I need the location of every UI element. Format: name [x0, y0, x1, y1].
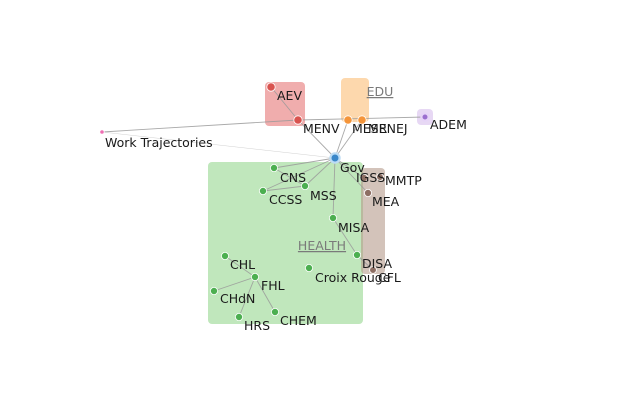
node-cfl[interactable]	[369, 266, 377, 274]
node-label-gov: Gov	[340, 160, 365, 175]
node-mmtp[interactable]	[376, 173, 384, 181]
node-label-cns: CNS	[280, 170, 306, 185]
node-label-menej: MENEJ	[368, 121, 408, 136]
node-work[interactable]	[99, 129, 105, 135]
edge-gov-ccss	[262, 157, 336, 192]
node-label-menv: MENV	[303, 121, 340, 136]
edge-gov-mea	[334, 157, 369, 194]
node-menv_dot[interactable]	[293, 115, 303, 125]
node-label-hrs: HRS	[244, 318, 270, 333]
groups-layer	[208, 78, 433, 324]
node-chem[interactable]	[270, 307, 279, 316]
group-label-health: HEALTH	[298, 238, 346, 253]
node-mss[interactable]	[300, 181, 309, 190]
node-croix[interactable]	[304, 263, 313, 272]
node-label-chem: CHEM	[280, 313, 317, 328]
edge-gov-menv_dot	[297, 119, 336, 159]
node-label-cfl: CFL	[378, 270, 401, 285]
node-menej[interactable]	[357, 115, 367, 125]
edge-fhl-chem	[254, 276, 276, 313]
edge-work-gov	[101, 131, 336, 159]
node-label-misa: MISA	[338, 220, 370, 235]
node-gov[interactable]	[329, 152, 341, 164]
node-label-adem: ADEM	[430, 117, 467, 132]
group-box-health[interactable]	[208, 162, 363, 324]
group-box-edu[interactable]	[341, 78, 369, 122]
node-label-chl: CHL	[230, 257, 255, 272]
node-label-croix: Croix Rouge	[315, 270, 391, 285]
edge-chl-fhl	[224, 255, 256, 278]
node-cns[interactable]	[269, 163, 278, 172]
edge-fhl-hrs	[238, 276, 256, 318]
node-disa[interactable]	[352, 250, 361, 259]
node-chl[interactable]	[220, 251, 229, 260]
node-igss[interactable]	[359, 173, 368, 182]
node-adem[interactable]	[420, 112, 430, 122]
node-label-igss: IGSS	[356, 170, 385, 185]
node-misa[interactable]	[328, 213, 337, 222]
node-label-aev: AEV	[277, 88, 302, 103]
node-label-mea: MEA	[372, 194, 400, 209]
node-label-mss: MSS	[310, 188, 337, 203]
node-label-mmtp: MMTP	[385, 173, 422, 188]
edge-gov-mesr	[334, 119, 349, 159]
node-fhl[interactable]	[250, 272, 259, 281]
edge-mss-cns	[273, 167, 306, 187]
edge-misa-disa	[332, 217, 358, 256]
edge-gov-misa	[332, 157, 336, 219]
node-aev[interactable]	[266, 82, 276, 92]
edge-gov-cns	[273, 157, 336, 169]
node-hrs[interactable]	[234, 312, 243, 321]
node-chdn[interactable]	[209, 286, 218, 295]
node-label-fhl: FHL	[261, 278, 285, 293]
node-mea[interactable]	[363, 188, 372, 197]
node-label-chdn: CHdN	[220, 291, 255, 306]
node-mesr[interactable]	[343, 115, 353, 125]
node-label-mesr: MESR	[352, 121, 388, 136]
node-ccss[interactable]	[258, 186, 267, 195]
edge-mss-ccss	[262, 185, 306, 192]
edge-gov-mss	[304, 157, 336, 187]
node-label-ccss: CCSS	[269, 192, 302, 207]
edge-work-menv_dot	[101, 119, 299, 133]
edge-aev-menv_dot	[270, 86, 299, 121]
group-label-edu: EDU	[367, 84, 394, 99]
node-label-work: Work Trajectories	[105, 135, 213, 150]
edge-gov-igss	[334, 157, 365, 179]
edge-gov-menej	[334, 119, 363, 159]
nodes-layer	[99, 82, 430, 321]
node-label-disa: DISA	[362, 256, 392, 271]
edge-fhl-chdn	[213, 276, 256, 292]
